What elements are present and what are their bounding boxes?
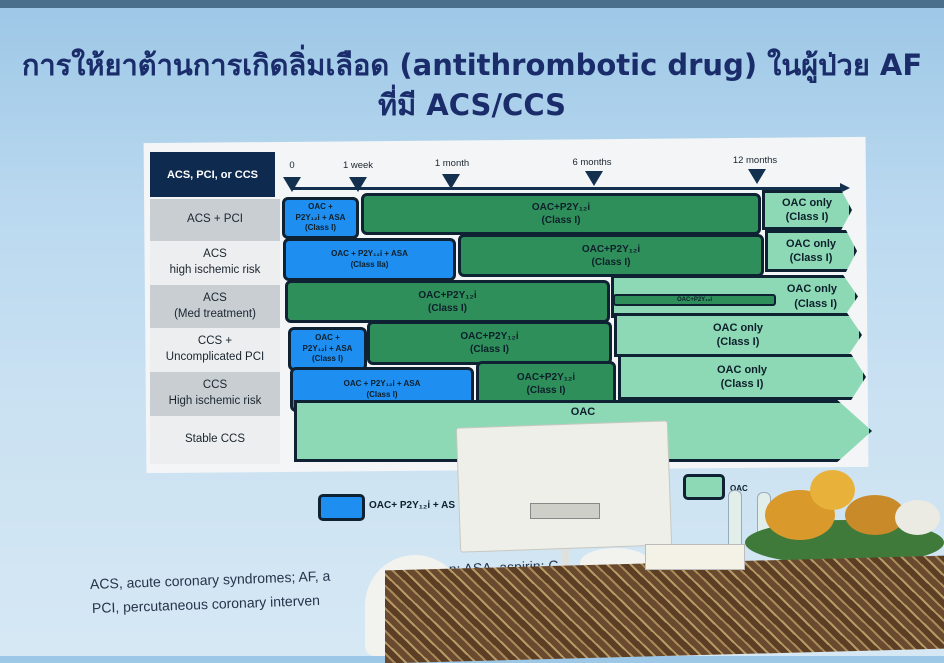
- axis-arrow-icon: [840, 183, 850, 193]
- monitor-stand: [562, 520, 569, 580]
- bar-ccs-pci-dual: OAC+P2Y₁₂i(Class I): [367, 321, 612, 365]
- bar-ccs-high-oac: OAC only(Class I): [618, 354, 866, 400]
- legend-blue-label: OAC+ P2Y₁₂i + AS: [369, 500, 456, 511]
- tick-6-months: 6 months: [572, 157, 612, 168]
- name-plate: [645, 544, 745, 570]
- legend-light-label: OAC: [730, 484, 748, 493]
- legend-blue-swatch: [318, 494, 365, 521]
- slide-title-line2: ที่มี ACS/CCS: [377, 88, 567, 122]
- row-label-ccs-pci: CCS +Uncomplicated PCI: [150, 328, 280, 372]
- marker-1-month-icon: [442, 174, 460, 189]
- bar-acs-pci-dual: OAC+P2Y₁₂i(Class I): [361, 193, 761, 235]
- footnote-line2: PCI, percutaneous coronary interven: [91, 592, 321, 616]
- marker-12-months-icon: [748, 169, 766, 184]
- row-label-acs-med: ACS(Med treatment): [150, 285, 280, 328]
- bar-acs-med-optional-dual: OAC+P2Y₁₂i: [613, 294, 776, 306]
- tick-0: 0: [289, 160, 295, 171]
- marker-6-months-icon: [585, 171, 603, 186]
- bar-acs-high-dual: OAC+P2Y₁₂i(Class I): [458, 234, 764, 277]
- table-cloth: [385, 555, 944, 663]
- bar-ccs-pci-oac: OAC only(Class I): [614, 313, 862, 357]
- bar-acs-high-oac: OAC only(Class I): [765, 230, 857, 272]
- tick-1-month: 1 month: [434, 158, 470, 169]
- monitor-ports: [530, 503, 600, 519]
- row-label-stable-ccs: Stable CCS: [150, 416, 280, 464]
- water-bottle: [728, 490, 742, 550]
- bar-acs-med-dual: OAC+P2Y₁₂i(Class I): [285, 280, 610, 323]
- bar-acs-high-triple: OAC + P2Y₁₂i + ASA(Class IIa): [283, 238, 456, 281]
- header-label: ACS, PCI, or CCS: [150, 152, 275, 197]
- tick-1-week: 1 week: [342, 160, 374, 171]
- bar-acs-pci-oac: OAC only(Class I): [762, 190, 852, 230]
- top-edge: [0, 0, 944, 8]
- slide-title-line1: การให้ยาต้านการเกิดลิ่มเลือด (antithromb…: [21, 48, 923, 82]
- bar-acs-pci-triple: OAC +P2Y₁₂i + ASA(Class I): [282, 197, 359, 239]
- legend-light-swatch: [683, 474, 725, 500]
- bar-ccs-high-dual: OAC+P2Y₁₂i(Class I): [476, 361, 616, 406]
- monitor-back: [455, 420, 673, 553]
- tick-12-months: 12 months: [732, 155, 778, 166]
- timeline-axis: [292, 187, 842, 190]
- bar-ccs-pci-triple: OAC +P2Y₁₂i + ASA(Class I): [288, 327, 367, 371]
- footnote-line1: ACS, acute coronary syndromes; AF, a: [89, 567, 331, 592]
- row-label-acs-pci: ACS + PCI: [150, 199, 280, 241]
- flower-arrangement: [745, 470, 944, 570]
